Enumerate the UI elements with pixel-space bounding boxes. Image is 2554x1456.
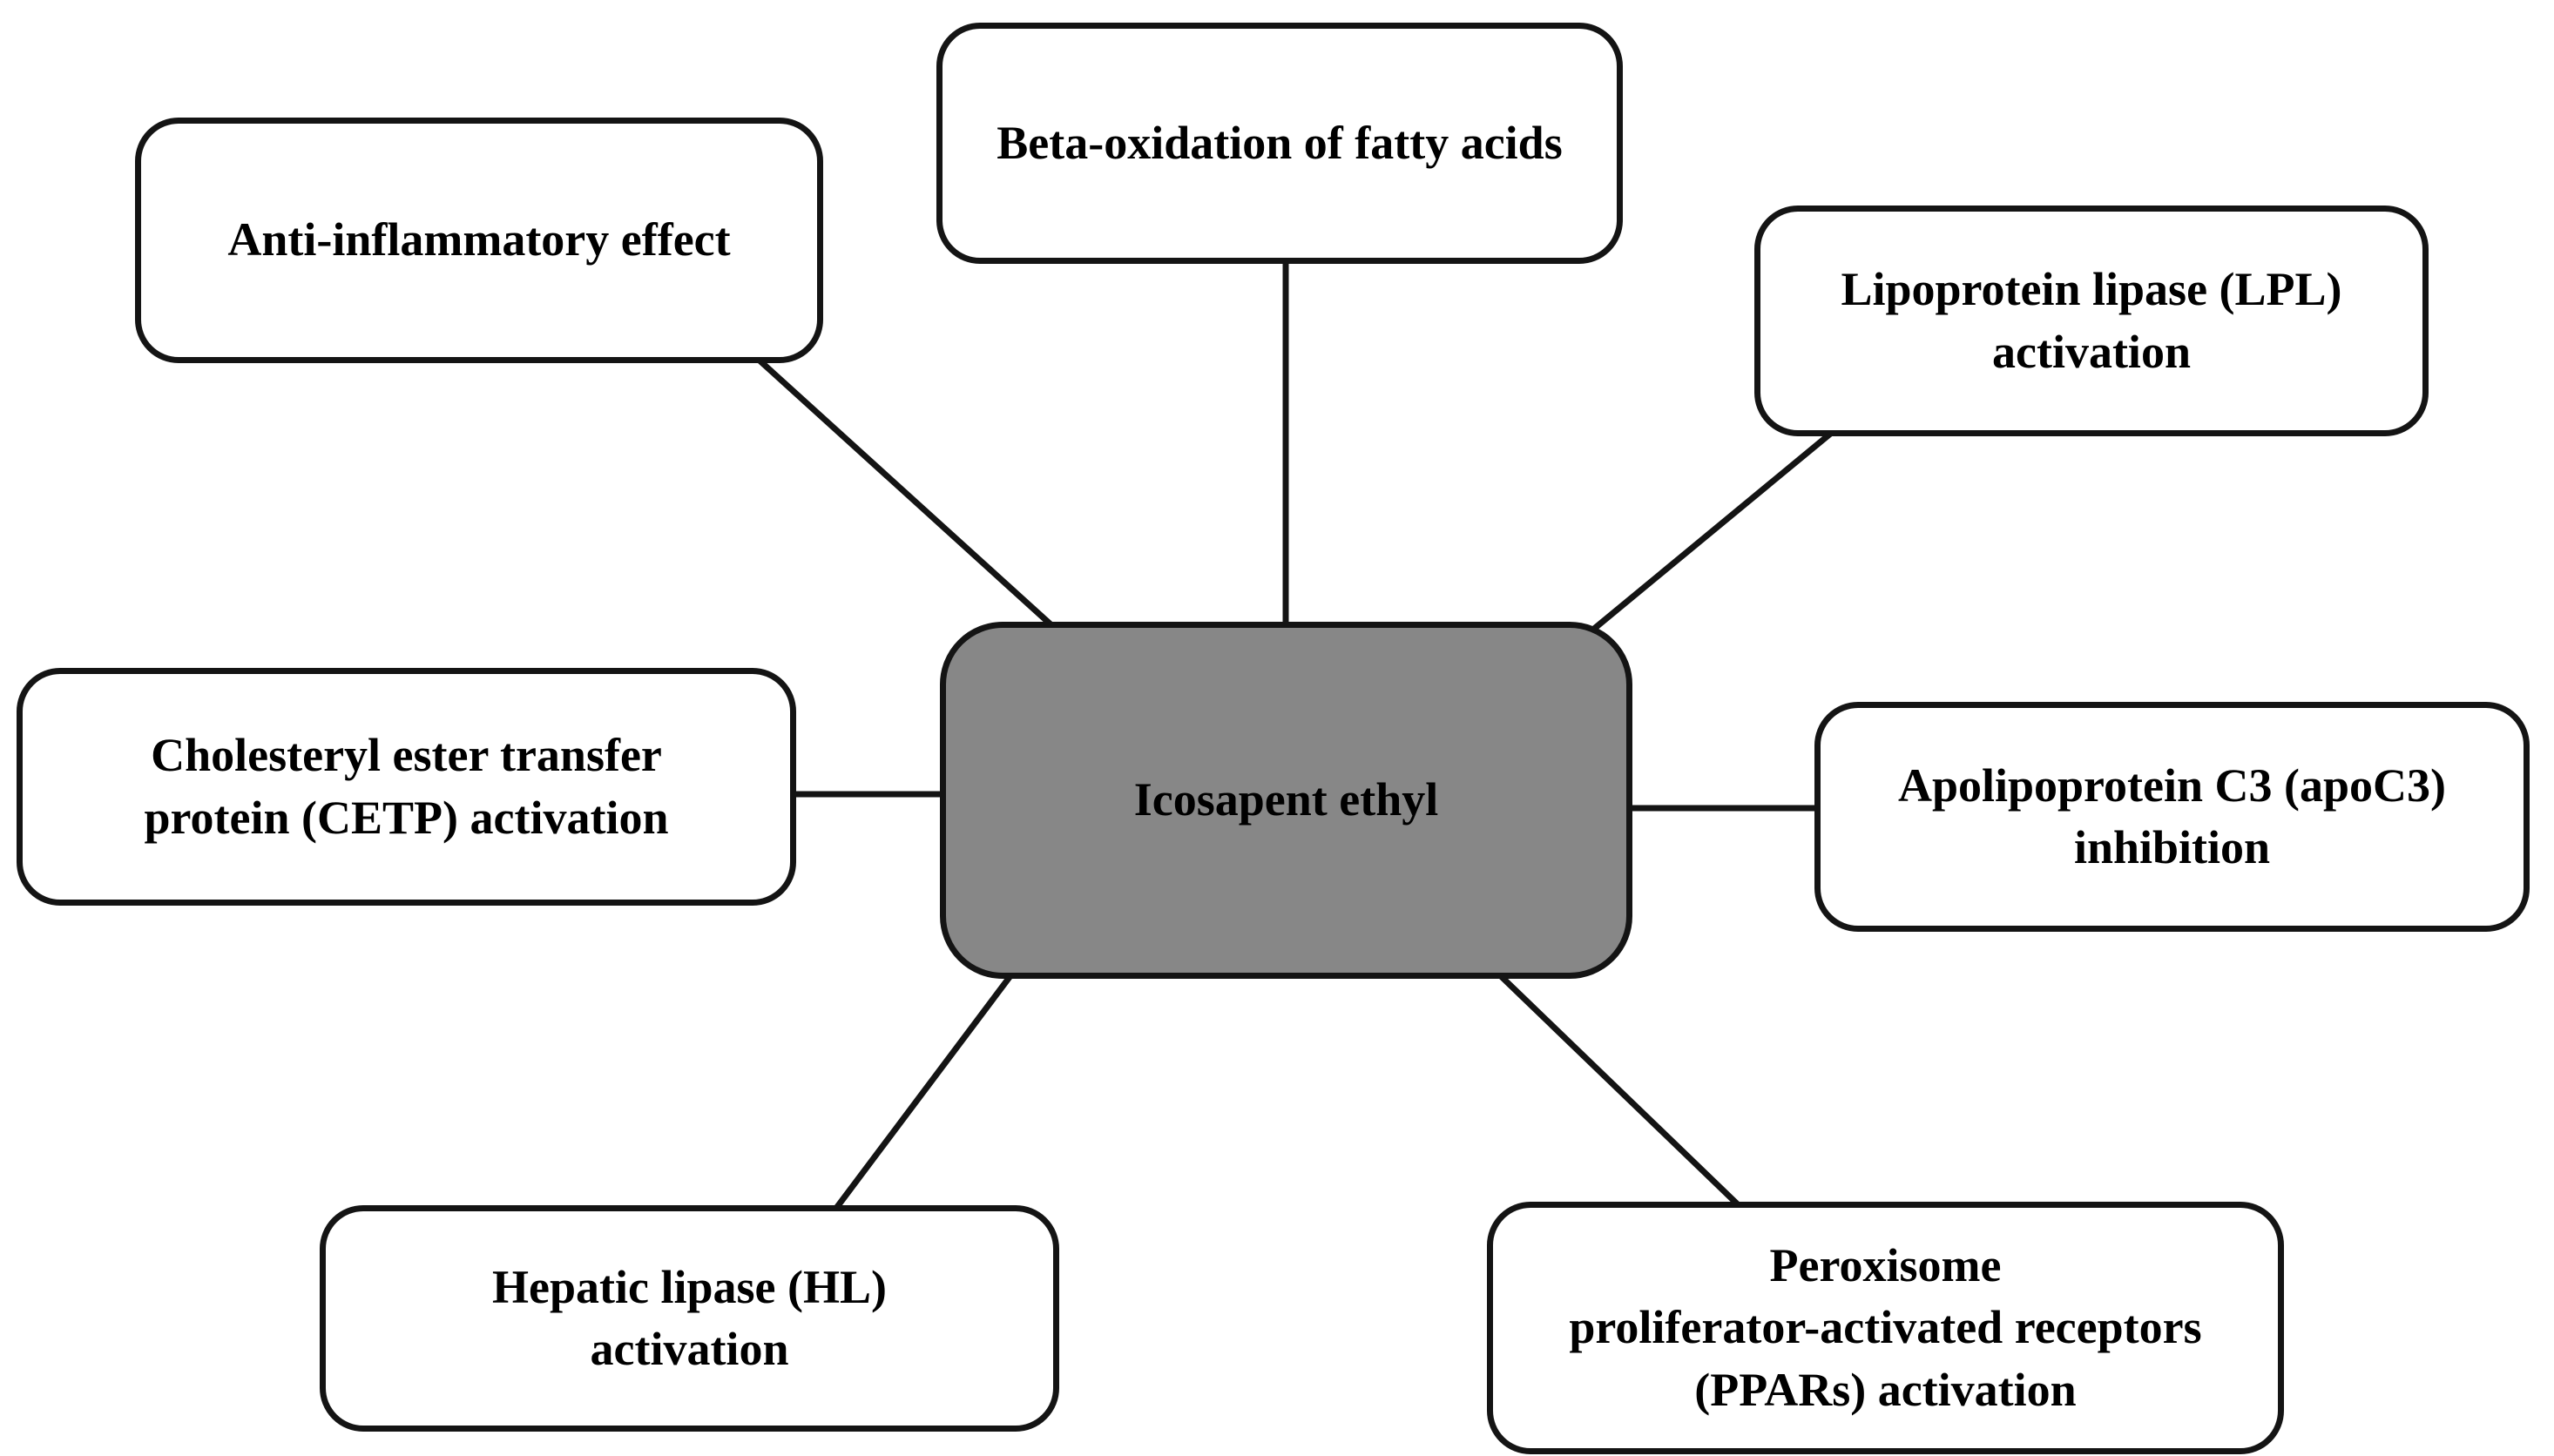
connector-ppars-activation (1497, 972, 1746, 1212)
center-node-label: Icosapent ethyl (1133, 773, 1439, 826)
connector-lpl-activation (1591, 428, 1837, 632)
node-label-line: Hepatic lipase (HL) (492, 1260, 887, 1313)
node-apoc3-inhibition: Apolipoprotein C3 (apoC3) inhibition (1814, 702, 2530, 932)
connector-hl-activation (831, 970, 1016, 1214)
node-label-line: activation (590, 1323, 789, 1375)
node-label-line: Cholesteryl ester transfer (151, 729, 662, 782)
node-label-line: Apolipoprotein C3 (apoC3) (1897, 758, 2447, 812)
node-beta-oxidation: Beta-oxidation of fatty acids (936, 23, 1623, 264)
node-ppars-activation: Peroxisome proliferator-activated recept… (1487, 1202, 2284, 1454)
connector-anti-inflammatory (756, 357, 1062, 635)
node-lpl-activation: Lipoprotein lipase (LPL) activation (1754, 206, 2429, 436)
node-label-line: Beta-oxidation of fatty acids (997, 116, 1563, 169)
node-cetp-activation: Cholesteryl ester transfer protein (CETP… (17, 668, 796, 906)
node-label-line: Peroxisome (1769, 1239, 2002, 1292)
node-label-line: Anti-inflammatory effect (227, 213, 731, 266)
node-hl-activation: Hepatic lipase (HL) activation (320, 1205, 1059, 1432)
node-label-line: activation (1992, 325, 2191, 378)
node-label-line: proliferator-activated receptors (1569, 1301, 2202, 1354)
node-label-line: inhibition (2073, 821, 2271, 873)
node-label-line: Lipoprotein lipase (LPL) (1841, 263, 2342, 316)
node-icosapent-ethyl: Icosapent ethyl (940, 622, 1632, 979)
node-anti-inflammatory: Anti-inflammatory effect (135, 118, 823, 363)
node-label-line: protein (CETP) activation (144, 791, 669, 844)
node-label-line: (PPARs) activation (1694, 1363, 2077, 1416)
